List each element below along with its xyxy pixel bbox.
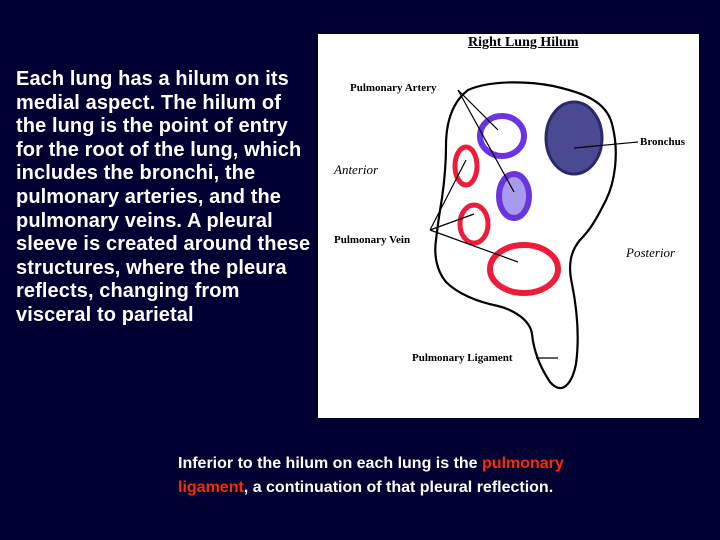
caption-highlight-ligament: ligament	[178, 479, 244, 496]
label-pulmonary-artery: Pulmonary Artery	[350, 82, 437, 94]
vein-2	[457, 202, 491, 246]
artery-upper	[477, 113, 527, 159]
caption-part3: , a continuation of that pleural reflect…	[243, 479, 554, 496]
caption-part1: Inferior to the hilum on each lung is th…	[178, 455, 483, 472]
vein-3	[487, 242, 561, 296]
body-text: Each lung has a hilum on its medial aspe…	[16, 68, 311, 326]
label-bronchus: Bronchus	[640, 136, 686, 148]
label-pulmonary-ligament: Pulmonary Ligament	[412, 352, 513, 364]
figure-title: Right Lung Hilum	[468, 35, 579, 50]
hilum-drawing	[429, 81, 639, 390]
caption-highlight-pulmonary: pulmonary	[482, 455, 564, 472]
label-posterior: Posterior	[626, 245, 676, 260]
hilum-outline	[434, 81, 617, 390]
vein-1	[452, 144, 480, 188]
caption-text: Inferior to the hilum on each lung is th…	[178, 452, 678, 500]
leader-lines	[429, 89, 639, 359]
hilum-diagram: Right Lung Hilum Pulmonary Artery Bronch…	[318, 34, 699, 418]
label-anterior: Anterior	[334, 162, 379, 177]
bronchus-shape	[544, 100, 604, 176]
label-pulmonary-vein: Pulmonary Vein	[334, 234, 411, 246]
artery-lower	[496, 171, 532, 221]
